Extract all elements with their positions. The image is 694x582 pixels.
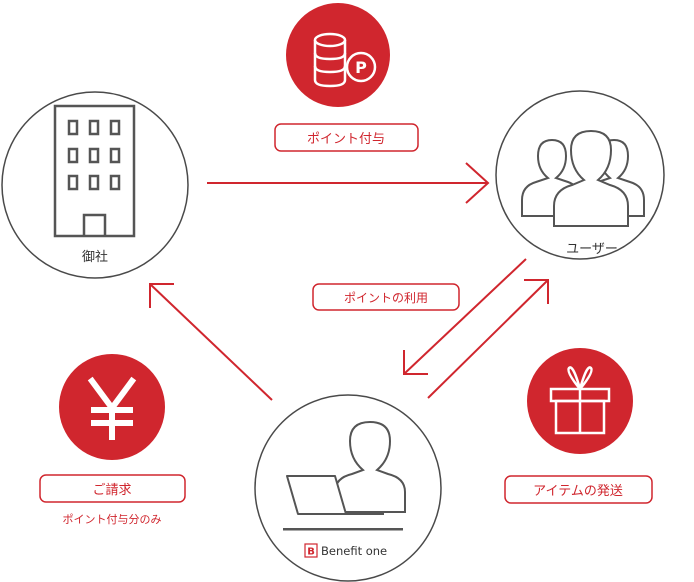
users-icon	[521, 129, 645, 227]
item-shipping-badge: アイテムの発送	[504, 348, 653, 504]
users-node: ユーザー	[495, 90, 665, 260]
users-label: ユーザー	[566, 242, 618, 257]
billing-label: ご請求	[92, 482, 131, 498]
coins-point-icon: P	[313, 32, 377, 88]
point-use-pill	[312, 283, 460, 311]
billing-pill	[39, 474, 186, 503]
gift-icon	[549, 366, 611, 435]
arrow-benefit-one-to-users	[427, 279, 549, 399]
point-use-label: ポイントの利用	[344, 291, 428, 305]
benefit-one-label: Benefit one	[321, 544, 387, 558]
point-grant-label: ポイント付与	[307, 132, 385, 147]
point-grant-pill	[274, 123, 419, 152]
benefit-one-node: B Benefit one	[254, 394, 442, 582]
company-circle	[1, 91, 189, 279]
company-node: 御社	[1, 91, 189, 279]
billing-badge: ご請求 ポイント付与分のみ	[39, 354, 186, 526]
person-at-laptop-icon	[283, 420, 406, 531]
arrow-benefit-one-to-company	[149, 283, 273, 401]
building-icon	[53, 104, 136, 238]
point-grant-badge: P ポイント付与	[274, 3, 419, 152]
benefit-one-logo: B Benefit one	[304, 543, 387, 558]
billing-note: ポイント付与分のみ	[63, 513, 162, 526]
company-label: 御社	[82, 249, 108, 265]
item-shipping-label: アイテムの発送	[533, 484, 623, 499]
arrow-users-to-benefit-one	[403, 258, 527, 375]
benefit-one-logo-mark: B	[307, 547, 315, 558]
arrow-company-to-users	[207, 162, 490, 204]
point-use-badge: ポイントの利用	[312, 283, 460, 311]
svg-text:P: P	[355, 58, 367, 77]
yen-icon	[87, 376, 137, 440]
item-shipping-pill	[504, 475, 653, 504]
